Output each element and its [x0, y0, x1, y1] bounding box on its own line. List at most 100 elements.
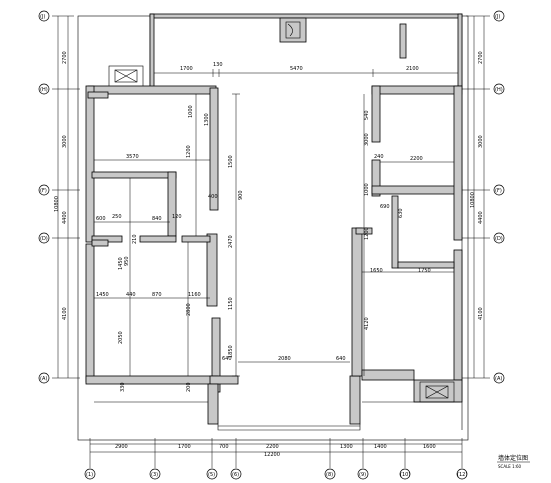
dim-690: 690 [380, 204, 390, 210]
interior-dimension-lines [94, 93, 454, 377]
dim-240: 240 [374, 154, 384, 160]
bottom-dim-2200: 2200 [266, 444, 279, 450]
right-dim-total: 10800 [470, 192, 476, 208]
axis-label-10: (10) [400, 472, 410, 478]
axis-marker-J-right [493, 10, 505, 22]
axis-label-H-left: (H) [40, 87, 48, 93]
axis-marker-A-right [493, 372, 505, 384]
dim-400: 400 [208, 194, 218, 200]
drawing-scale: SCALE 1:60 [498, 464, 522, 469]
dim-1150: 1150 [228, 297, 234, 310]
axis-label-D-right: (D) [495, 236, 503, 242]
left-dim-3000: 3000 [62, 135, 68, 148]
left-dimension-lines [52, 15, 80, 379]
dim-840: 840 [152, 216, 162, 222]
dim-640-b: 640 [336, 356, 346, 362]
dim-2200: 2200 [410, 156, 423, 162]
dim-1450: 1450 [118, 257, 124, 270]
axis-label-9: (9) [359, 472, 366, 478]
dim-1000-b: 1000 [364, 183, 370, 196]
dim-1650: 1650 [370, 268, 383, 274]
dim-900: 900 [238, 190, 244, 200]
top-dim-5470: 5470 [290, 66, 303, 72]
axis-marker-A-left [38, 372, 50, 384]
axis-label-A-left: (A) [40, 376, 47, 382]
bottom-dim-700: 700 [219, 444, 229, 450]
drawing-title: 墙体定位图 [498, 454, 528, 462]
bottom-dim-1300: 1300 [340, 444, 353, 450]
dim-1750: 1750 [418, 268, 431, 274]
dim-950: 950 [124, 256, 130, 266]
dim-1850: 1850 [228, 345, 234, 358]
dim-1160: 1160 [188, 292, 201, 298]
dim-2470: 2470 [228, 235, 234, 248]
dim-1200-b: 1200 [364, 227, 370, 240]
dim-1000-a: 1000 [188, 105, 194, 118]
axis-marker-F-right [493, 184, 505, 196]
bottom-dim-1600: 1600 [423, 444, 436, 450]
top-dim-2100: 2100 [406, 66, 419, 72]
dim-3570: 3570 [126, 154, 139, 160]
axis-marker-D-left [38, 232, 50, 244]
dim-4120: 4120 [364, 317, 370, 330]
right-dim-4100: 4100 [478, 307, 484, 320]
dim-210: 210 [132, 234, 138, 244]
bottom-axis-markers [84, 468, 468, 480]
right-dim-3000: 3000 [478, 135, 484, 148]
axis-marker-H-left [38, 83, 50, 95]
dim-2800: 2800 [186, 303, 192, 316]
dim-440: 440 [126, 292, 136, 298]
right-dimension-lines [458, 15, 490, 379]
axis-label-8: (8) [326, 472, 333, 478]
left-dim-4400: 4400 [62, 211, 68, 224]
left-top-ac-unit [108, 65, 144, 89]
dim-870: 870 [152, 292, 162, 298]
axis-label-3: (3) [151, 472, 158, 478]
dim-1500: 1500 [228, 155, 234, 168]
dim-540: 540 [364, 110, 370, 120]
axis-marker-D-right [493, 232, 505, 244]
axis-label-F-left: (F) [40, 188, 47, 194]
axis-label-5: (5) [208, 472, 215, 478]
dim-250: 250 [112, 214, 122, 220]
axis-label-J-right: (J) [495, 14, 500, 20]
axis-marker-H-right [493, 83, 505, 95]
top-dimension-line [150, 69, 460, 77]
upper-balcony-walls [149, 13, 463, 90]
dim-120: 120 [172, 214, 182, 220]
dim-1300: 1300 [204, 113, 210, 126]
axis-label-J-left: (J) [40, 14, 45, 20]
bottom-dim-2900: 2900 [115, 444, 128, 450]
right-dim-4400: 4400 [478, 211, 484, 224]
dim-640-a: 640 [222, 356, 232, 362]
bottom-dimension-lines [89, 438, 463, 468]
axis-label-F-right: (F) [495, 188, 502, 194]
dim-630: 630 [398, 208, 404, 218]
bottom-dim-1400: 1400 [374, 444, 387, 450]
dim-2080: 2080 [278, 356, 291, 362]
lower-balcony [94, 401, 460, 431]
dim-2050: 2050 [118, 331, 124, 344]
axis-marker-J-left [38, 10, 50, 22]
dim-3000: 3000 [364, 133, 370, 146]
axis-label-1: (1) [86, 472, 93, 478]
right-dim-2700: 2700 [478, 51, 484, 64]
left-axis-markers [38, 10, 50, 384]
axis-label-H-right: (H) [495, 87, 503, 93]
dim-1450-b: 1450 [96, 292, 109, 298]
right-bottom-ac-unit [419, 381, 455, 403]
main-walls [85, 85, 463, 425]
bottom-dim-total: 12200 [264, 452, 280, 458]
dim-1200: 1200 [186, 145, 192, 158]
left-dim-4100: 4100 [62, 307, 68, 320]
dim-600: 600 [96, 216, 106, 222]
bottom-dim-1700: 1700 [178, 444, 191, 450]
axis-label-12: (12) [457, 472, 467, 478]
left-dim-2700: 2700 [62, 51, 68, 64]
axis-label-D-left: (D) [40, 236, 48, 242]
top-dim-130: 130 [213, 62, 223, 68]
axis-label-6: (6) [232, 472, 239, 478]
axis-marker-F-left [38, 184, 50, 196]
